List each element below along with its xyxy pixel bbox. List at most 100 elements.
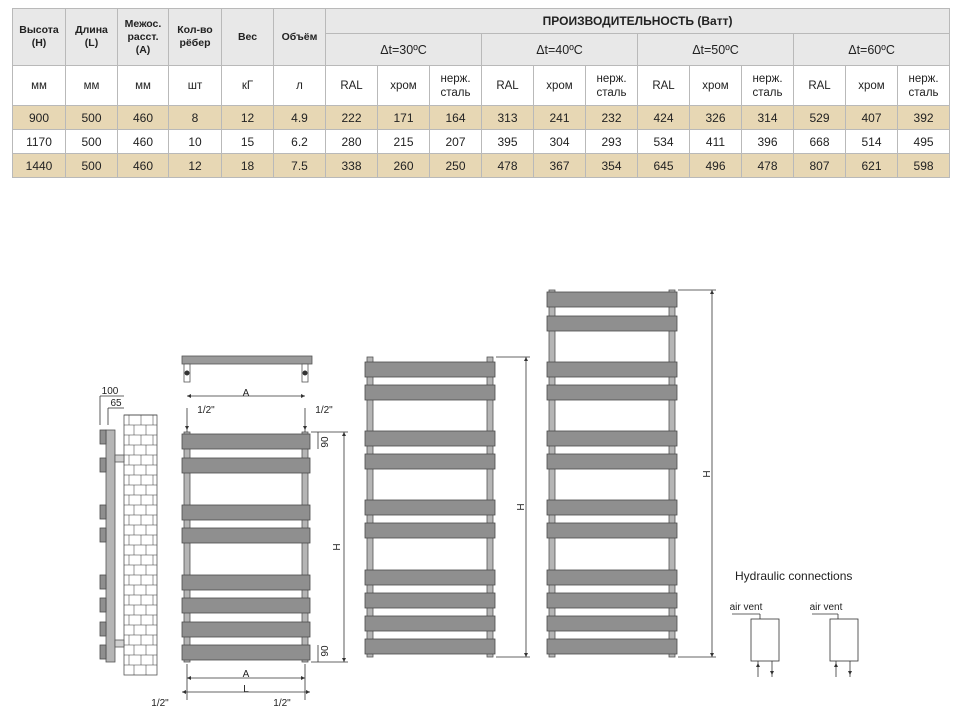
dimension-label-l: L <box>243 684 249 695</box>
side-bar-edge <box>99 527 107 543</box>
arrow-head <box>710 290 714 294</box>
table-cell: 411 <box>689 129 742 154</box>
valve-dot <box>184 370 190 376</box>
table-cell: 529 <box>793 105 846 130</box>
arrow-head <box>342 432 346 436</box>
table-cell: 807 <box>793 153 846 178</box>
table-cell: 395 <box>481 129 534 154</box>
medium-radiator-bar <box>364 592 496 609</box>
unit-cell: мм <box>117 65 169 106</box>
table-cell: 496 <box>689 153 742 178</box>
unit-cell: шт <box>168 65 222 106</box>
tall-radiator-bar <box>546 430 678 447</box>
finish-header: RAL <box>793 65 846 106</box>
arrow-head <box>756 663 760 667</box>
finish-header: нерж.сталь <box>741 65 794 106</box>
delta-header: Δt=60ºС <box>792 33 951 66</box>
medium-radiator-bar <box>364 499 496 516</box>
medium-radiator-bar <box>364 638 496 655</box>
table-cell: 598 <box>896 153 951 178</box>
header-height: Высота(H) <box>12 8 66 66</box>
header-volume: Объём <box>273 8 326 66</box>
performance-table: Высота(H) Длина(L) Межос.расст.(A) Кол-в… <box>12 8 951 178</box>
dimension-label-100: 100 <box>102 386 119 397</box>
arrow-head <box>710 653 714 657</box>
table-cell: 10 <box>168 129 222 154</box>
finish-header: нерж.сталь <box>585 65 638 106</box>
table-cell: 500 <box>65 105 118 130</box>
side-bar-edge <box>99 504 107 520</box>
front-radiator-bar <box>181 527 311 544</box>
table-cell: 338 <box>325 153 378 178</box>
table-cell: 241 <box>533 105 586 130</box>
tall-radiator-bar <box>546 315 678 332</box>
dimension-label-h-medium: H <box>516 503 527 510</box>
hydraulic-box-left <box>750 618 780 662</box>
tall-radiator-bar <box>546 453 678 470</box>
front-radiator-bar <box>181 597 311 614</box>
arrow-head <box>306 690 310 694</box>
table-cell: 500 <box>65 153 118 178</box>
hydraulic-box-right <box>829 618 859 662</box>
arrow-head <box>301 394 305 398</box>
pipe-label-bottom-left: 1/2" <box>151 698 169 709</box>
table-cell: 171 <box>377 105 430 130</box>
table-cell: 7.5 <box>273 153 326 178</box>
table-cell: 215 <box>377 129 430 154</box>
dimension-label-a: A <box>243 669 250 680</box>
table-cell: 313 <box>481 105 534 130</box>
side-bar-edge <box>99 621 107 637</box>
medium-radiator-bar <box>364 569 496 586</box>
table-cell: 460 <box>117 105 169 130</box>
dimension-label-90-top: 90 <box>320 436 331 448</box>
tall-radiator-bar <box>546 384 678 401</box>
table-cell: 900 <box>12 105 66 130</box>
wall-bracket <box>114 639 125 648</box>
tall-radiator-right-rail <box>668 289 676 658</box>
dimension-label-h: H <box>332 543 343 550</box>
pipe-label-top-right: 1/2" <box>315 405 333 416</box>
performance-title: ПРОИЗВОДИТЕЛЬНОСТЬ (Ватт) <box>324 8 951 34</box>
table-cell: 621 <box>845 153 898 178</box>
table-cell: 232 <box>585 105 638 130</box>
hydraulic-title: Hydraulic connections <box>735 569 852 583</box>
table-cell: 250 <box>429 153 482 178</box>
front-radiator-bar <box>181 574 311 591</box>
table-cell: 164 <box>429 105 482 130</box>
unit-cell: л <box>273 65 326 106</box>
table-cell: 424 <box>637 105 690 130</box>
tall-radiator-bar <box>546 569 678 586</box>
dimension-label-90-bottom: 90 <box>320 645 331 657</box>
unit-cell: кГ <box>221 65 274 106</box>
table-cell: 260 <box>377 153 430 178</box>
table-cell: 314 <box>741 105 794 130</box>
valve-dot <box>302 370 308 376</box>
finish-header: хром <box>845 65 898 106</box>
tall-radiator-bar <box>546 522 678 539</box>
table-cell: 534 <box>637 129 690 154</box>
finish-header: нерж.сталь <box>896 65 951 106</box>
arrow-head <box>524 357 528 361</box>
pipe-label-top-left: 1/2" <box>197 405 215 416</box>
table-cell: 15 <box>221 129 274 154</box>
medium-radiator-bar <box>364 430 496 447</box>
header-length: Длина(L) <box>65 8 118 66</box>
table-cell: 18 <box>221 153 274 178</box>
top-view-bar <box>181 355 313 365</box>
medium-radiator-bar <box>364 384 496 401</box>
table-cell: 4.9 <box>273 105 326 130</box>
finish-header: RAL <box>325 65 378 106</box>
table-cell: 478 <box>481 153 534 178</box>
table-cell: 280 <box>325 129 378 154</box>
table-cell: 460 <box>117 153 169 178</box>
medium-radiator-bar <box>364 522 496 539</box>
medium-radiator-bar <box>364 361 496 378</box>
table-cell: 392 <box>896 105 951 130</box>
table-cell: 645 <box>637 153 690 178</box>
table-cell: 326 <box>689 105 742 130</box>
